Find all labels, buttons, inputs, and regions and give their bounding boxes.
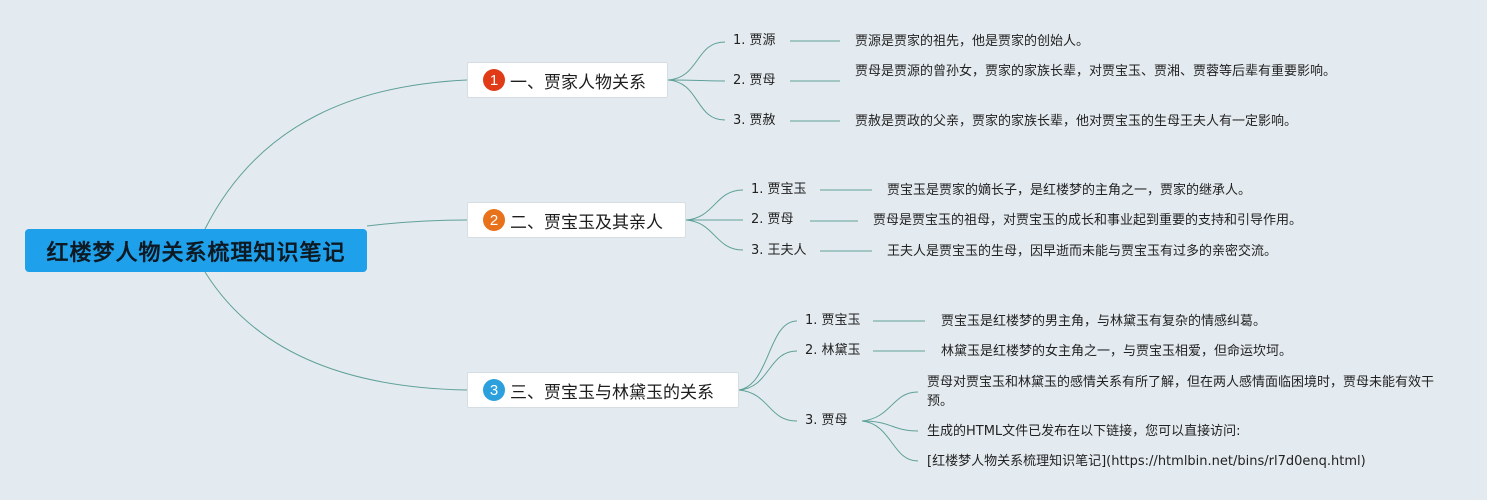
number-badge: 1: [483, 69, 505, 91]
topic-title: 三、贾宝玉与林黛玉的关系: [510, 382, 714, 403]
link-t3sub3-desc3: [861, 420, 919, 462]
topic-title: 二、贾宝玉及其亲人: [510, 212, 663, 233]
link-topic3-sub3: [738, 389, 798, 422]
subtopic-description[interactable]: 林黛玉是红楼梦的女主角之一，与贾宝玉相爱，但命运坎坷。: [941, 344, 1293, 359]
link-root-topic2: [366, 219, 468, 227]
html-link-text[interactable]: [红楼梦人物关系梳理知识笔记](https://htmlbin.net/bins…: [927, 454, 1366, 469]
subtopic-item[interactable]: 2. 贾母: [733, 73, 776, 88]
subtopic-item[interactable]: 2. 贾母: [751, 212, 794, 227]
subtopic-item[interactable]: 3. 贾赦: [733, 113, 776, 128]
link-root-topic3: [204, 271, 468, 391]
link-root-topic1: [204, 79, 468, 230]
number-badge: 3: [483, 379, 505, 401]
link-topic2-sub3: [685, 219, 744, 251]
link-topic1-sub2: [667, 79, 726, 82]
link-t3sub3-desc1: [861, 391, 919, 422]
subtopic-description[interactable]: 王夫人是贾宝玉的生母，因早逝而未能与贾宝玉有过多的亲密交流。: [887, 244, 1278, 259]
subtopic-description[interactable]: 贾赦是贾政的父亲，贾家的家族长辈，他对贾宝玉的生母王夫人有一定影响。: [855, 114, 1298, 129]
subtopic-description[interactable]: 贾母对贾宝玉和林黛玉的感情关系有所了解，但在两人感情面临困境时，贾母未能有效干预…: [927, 375, 1435, 409]
root-topic[interactable]: 红楼梦人物关系梳理知识笔记: [25, 229, 367, 272]
link-topic3-sub1: [738, 320, 798, 391]
subtopic-item[interactable]: 3. 王夫人: [751, 243, 807, 258]
topic-section-2[interactable]: 2 二、贾宝玉及其亲人: [467, 202, 686, 238]
subtopic-item[interactable]: 2. 林黛玉: [805, 343, 861, 358]
subtopic-description[interactable]: 贾源是贾家的祖先，他是贾家的创始人。: [855, 34, 1090, 49]
subtopic-description[interactable]: 贾母是贾宝玉的祖母，对贾宝玉的成长和事业起到重要的支持和引导作用。: [873, 213, 1303, 228]
subtopic-item[interactable]: 1. 贾宝玉: [751, 182, 807, 197]
link-topic1-sub1: [667, 41, 726, 81]
link-t3sub3-desc2: [861, 420, 919, 432]
subtopic-description[interactable]: 贾母是贾源的曾孙女，贾家的家族长辈，对贾宝玉、贾湘、贾蓉等后辈有重要影响。: [855, 64, 1337, 79]
subtopic-item[interactable]: 1. 贾宝玉: [805, 313, 861, 328]
topic-title: 一、贾家人物关系: [510, 72, 646, 93]
topic-section-3[interactable]: 3 三、贾宝玉与林黛玉的关系: [467, 372, 739, 408]
link-topic3-sub2: [738, 350, 798, 391]
subtopic-description[interactable]: 生成的HTML文件已发布在以下链接，您可以直接访问:: [927, 424, 1241, 439]
subtopic-item[interactable]: 3. 贾母: [805, 413, 848, 428]
number-badge: 2: [483, 209, 505, 231]
topic-section-1[interactable]: 1 一、贾家人物关系: [467, 62, 668, 98]
subtopic-description[interactable]: 贾宝玉是红楼梦的男主角，与林黛玉有复杂的情感纠葛。: [941, 314, 1267, 329]
subtopic-item[interactable]: 1. 贾源: [733, 33, 776, 48]
subtopic-description[interactable]: 贾宝玉是贾家的嫡长子，是红楼梦的主角之一，贾家的继承人。: [887, 183, 1252, 198]
link-topic1-sub3: [667, 79, 726, 121]
link-topic2-sub1: [685, 189, 744, 221]
